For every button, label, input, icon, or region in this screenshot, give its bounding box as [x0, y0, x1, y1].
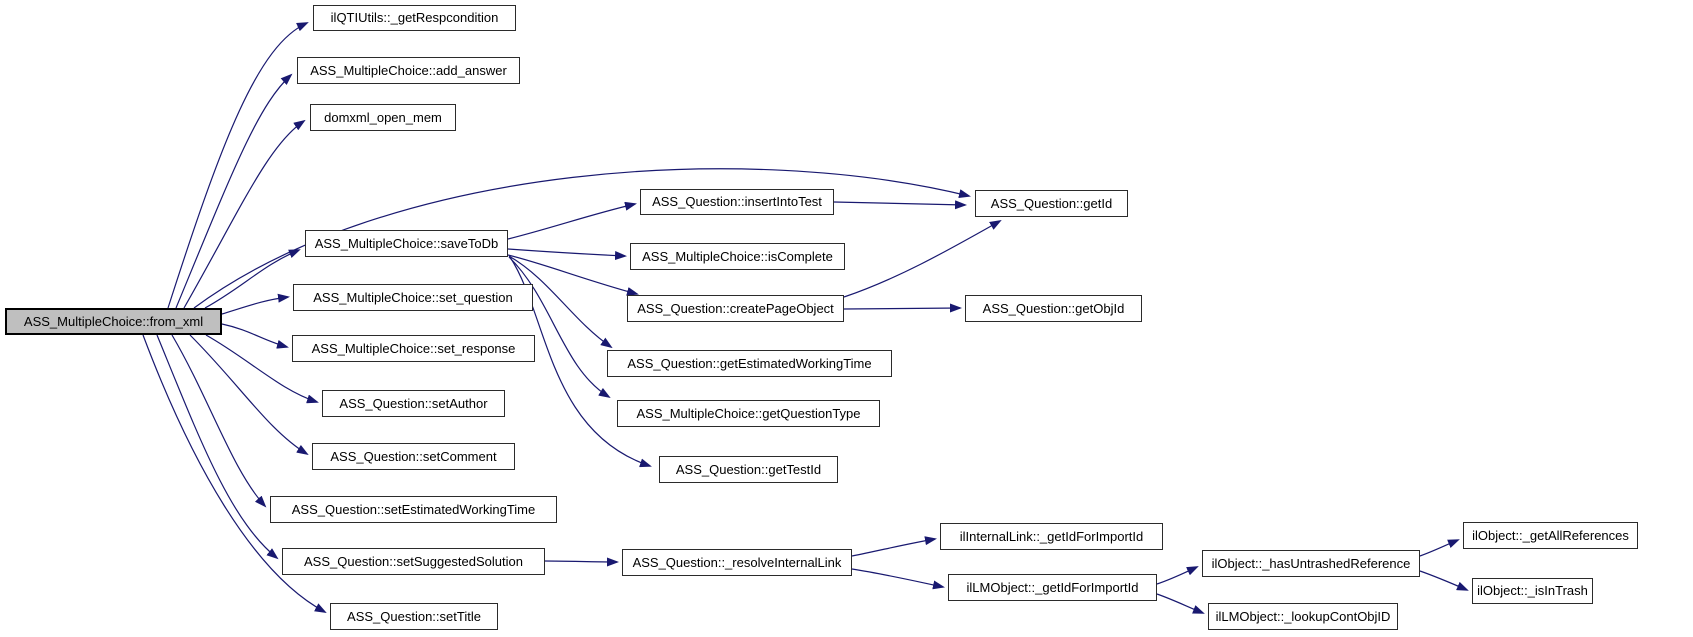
- graph-node-saveToDb[interactable]: ASS_MultipleChoice::saveToDb: [305, 230, 508, 257]
- edge-saveToDb-to-insertIntoTest: [507, 201, 637, 240]
- graph-node-getId[interactable]: ASS_Question::getId: [975, 190, 1128, 217]
- edge-from_xml-to-setAuthor: [205, 334, 319, 404]
- edge-from_xml-to-setTitle: [142, 334, 327, 613]
- graph-node-getEstimatedWorkingTime[interactable]: ASS_Question::getEstimatedWorkingTime: [607, 350, 892, 377]
- edge-saveToDb-to-isComplete: [507, 248, 627, 261]
- edge-resolveInternalLink-to-ilLMObject_getIdForImportId: [851, 568, 945, 590]
- graph-node-resolveInternalLink[interactable]: ASS_Question::_resolveInternalLink: [622, 549, 852, 576]
- edge-setSuggestedSolution-to-resolveInternalLink: [544, 557, 619, 567]
- edge-from_xml-to-set_question: [221, 293, 290, 315]
- graph-node-isComplete[interactable]: ASS_MultipleChoice::isComplete: [630, 243, 845, 270]
- edge-saveToDb-to-createPageObject: [507, 254, 639, 296]
- graph-node-add_answer[interactable]: ASS_MultipleChoice::add_answer: [297, 57, 520, 84]
- edge-from_xml-to-getId: [193, 168, 971, 309]
- graph-node-set_response[interactable]: ASS_MultipleChoice::set_response: [292, 335, 535, 362]
- graph-node-createPageObject[interactable]: ASS_Question::createPageObject: [627, 295, 844, 322]
- edge-from_xml-to-setComment: [189, 334, 309, 456]
- graph-node-from_xml: ASS_MultipleChoice::from_xml: [5, 308, 222, 335]
- edge-ilLMObject_getIdForImportId-to-hasUntrashedReference: [1156, 566, 1199, 585]
- graph-node-insertIntoTest[interactable]: ASS_Question::insertIntoTest: [640, 189, 834, 215]
- graph-node-getObjId[interactable]: ASS_Question::getObjId: [965, 295, 1142, 322]
- edge-saveToDb-to-getTestId: [509, 256, 652, 468]
- edge-createPageObject-to-getId: [843, 220, 1002, 298]
- graph-node-setEstimatedWorkingTime[interactable]: ASS_Question::setEstimatedWorkingTime: [270, 496, 557, 523]
- graph-node-isInTrash[interactable]: ilObject::_isInTrash: [1472, 578, 1593, 604]
- edge-saveToDb-to-getQuestionType: [508, 256, 611, 399]
- edge-from_xml-to-set_response: [221, 323, 289, 349]
- graph-node-setTitle[interactable]: ASS_Question::setTitle: [330, 603, 498, 630]
- edge-from_xml-to-setSuggestedSolution: [156, 334, 279, 560]
- graph-node-setAuthor[interactable]: ASS_Question::setAuthor: [322, 390, 505, 417]
- graph-node-lookupContObjID[interactable]: ilLMObject::_lookupContObjID: [1208, 603, 1398, 630]
- graph-node-getQuestionType[interactable]: ASS_MultipleChoice::getQuestionType: [617, 400, 880, 427]
- edge-saveToDb-to-getEstimatedWorkingTime: [508, 255, 613, 349]
- edge-createPageObject-to-getObjId: [843, 303, 962, 313]
- edge-resolveInternalLink-to-ilInternalLink_getIdForImportId: [851, 536, 937, 557]
- edge-from_xml-to-saveToDb: [204, 249, 301, 309]
- graph-node-ilInternalLink_getIdForImportId[interactable]: ilInternalLink::_getIdForImportId: [940, 523, 1163, 550]
- edge-insertIntoTest-to-getId: [833, 200, 967, 210]
- edge-ilLMObject_getIdForImportId-to-lookupContObjID: [1156, 593, 1205, 614]
- graph-node-ilLMObject_getIdForImportId[interactable]: ilLMObject::_getIdForImportId: [948, 574, 1157, 601]
- graph-node-set_question[interactable]: ASS_MultipleChoice::set_question: [293, 284, 533, 311]
- graph-node-getTestId[interactable]: ASS_Question::getTestId: [659, 456, 838, 483]
- edge-from_xml-to-setEstimatedWorkingTime: [171, 334, 267, 508]
- edge-hasUntrashedReference-to-getAllReferences: [1419, 539, 1460, 557]
- edge-hasUntrashedReference-to-isInTrash: [1419, 570, 1469, 591]
- graph-node-setSuggestedSolution[interactable]: ASS_Question::setSuggestedSolution: [282, 548, 545, 575]
- edge-from_xml-to-getRespcondition: [167, 22, 309, 309]
- graph-node-domxml_open_mem[interactable]: domxml_open_mem: [310, 104, 456, 131]
- edge-from_xml-to-domxml_open_mem: [183, 119, 306, 309]
- graph-node-getRespcondition[interactable]: ilQTIUtils::_getRespcondition: [313, 5, 516, 31]
- graph-node-setComment[interactable]: ASS_Question::setComment: [312, 443, 515, 470]
- graph-node-hasUntrashedReference[interactable]: ilObject::_hasUntrashedReference: [1202, 550, 1420, 577]
- edge-from_xml-to-add_answer: [175, 73, 293, 309]
- graph-node-getAllReferences[interactable]: ilObject::_getAllReferences: [1463, 522, 1638, 549]
